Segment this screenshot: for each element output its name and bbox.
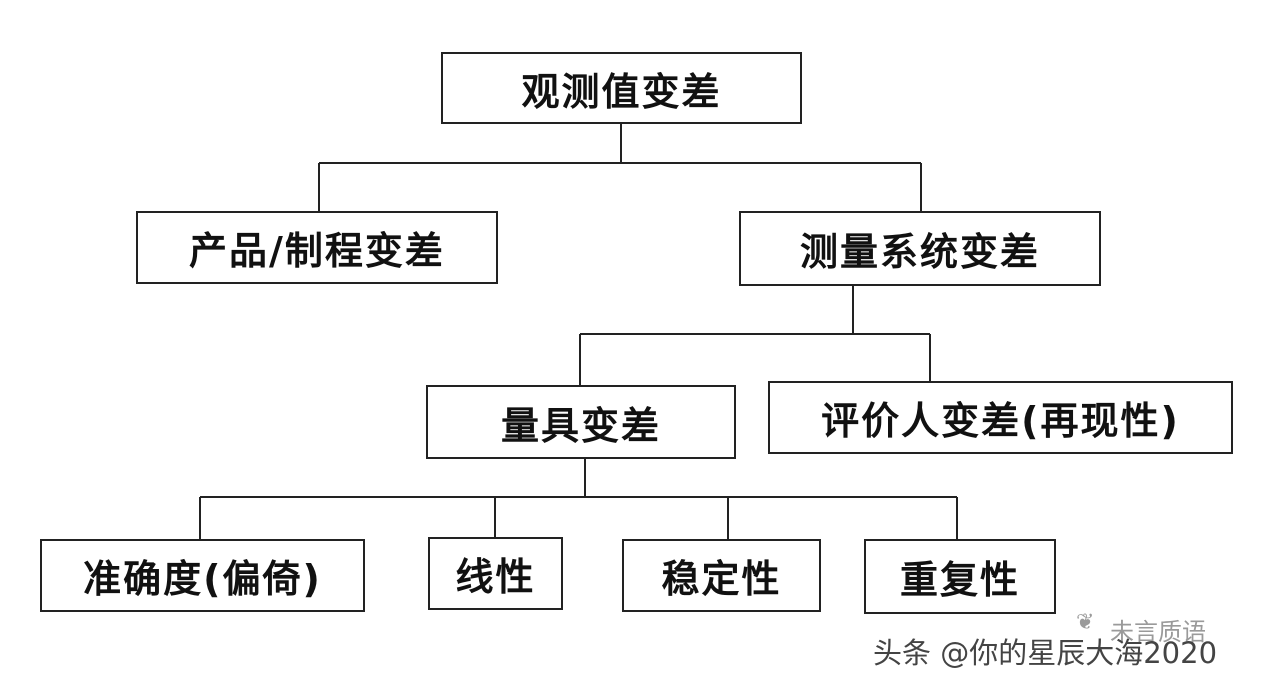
node-accuracy-bias: 准确度(偏倚): [40, 539, 365, 612]
node-observed-variation: 观测值变差: [441, 52, 802, 124]
node-linearity: 线性: [428, 537, 563, 610]
bird-icon: ❦: [1076, 610, 1095, 635]
node-measurement-system-variation: 测量系统变差: [739, 211, 1101, 286]
node-appraiser-variation: 评价人变差(再现性): [768, 381, 1233, 454]
node-repeatability: 重复性: [864, 539, 1056, 614]
node-product-process-variation: 产品/制程变差: [136, 211, 498, 284]
node-gauge-variation: 量具变差: [426, 385, 736, 459]
node-stability: 稳定性: [622, 539, 821, 612]
watermark-main: 头条 @你的星辰大海2020: [873, 636, 1218, 670]
watermark-source: 未言质语: [1110, 618, 1206, 646]
